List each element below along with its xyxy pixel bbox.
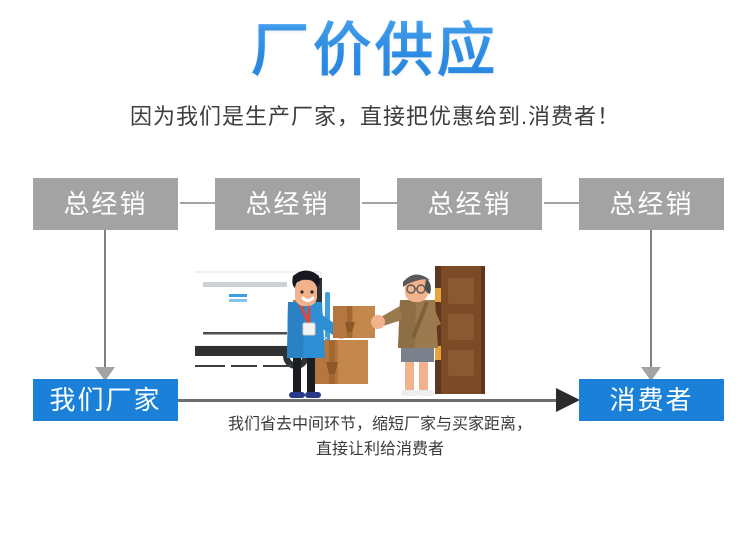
arrow-right-icon-3 (544, 196, 593, 210)
delivery-illustration (195, 266, 485, 398)
page-title: 厂价供应 (0, 16, 750, 86)
distributor-box-3: 总经销 (397, 178, 542, 230)
arrow-down-icon-right (641, 230, 661, 381)
distributor-box-2: 总经销 (215, 178, 360, 230)
courier-figure (287, 270, 375, 398)
subtitle: 因为我们是生产厂家，直接把优惠给到.消费者！ (129, 104, 621, 129)
caption-line-2: 直接让利给消费者 (315, 441, 444, 458)
arrow-right-icon-2 (362, 196, 411, 210)
arrow-right-icon-1 (180, 196, 229, 210)
distributor-box-1: 总经销 (33, 178, 178, 230)
arrow-right-icon-main (178, 388, 580, 412)
door-group (435, 266, 485, 394)
factory-box: 我们厂家 (33, 379, 178, 421)
consumer-box: 消费者 (579, 379, 724, 421)
caption: 我们省去中间环节，缩短厂家与买家距离， 直接让利给消费者 (185, 412, 575, 462)
caption-line-1: 我们省去中间环节，缩短厂家与买家距离， (227, 416, 532, 433)
arrow-down-icon-left (95, 230, 115, 381)
customer-figure (371, 274, 441, 396)
distributor-box-4: 总经销 (579, 178, 724, 230)
